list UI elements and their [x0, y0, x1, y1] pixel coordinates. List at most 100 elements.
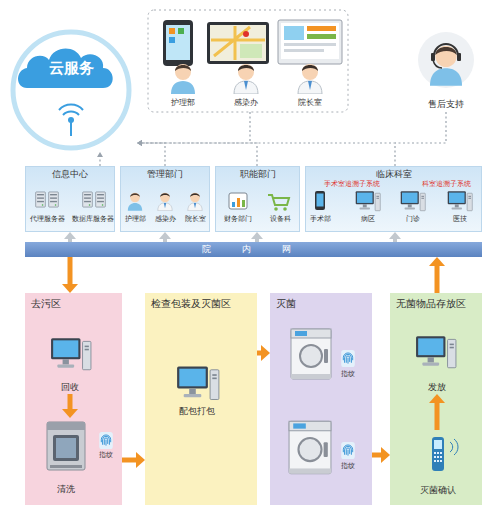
dotted-arrow	[137, 140, 395, 166]
connector-line	[257, 351, 261, 356]
arrow-head	[137, 140, 142, 146]
connector-line	[68, 257, 73, 284]
shape-outline	[5, 20, 137, 152]
arrow-head	[251, 232, 263, 239]
station-node: 回收	[40, 331, 100, 394]
item-label: 指纹	[99, 451, 113, 459]
item-label: 门诊	[406, 215, 420, 223]
item-label: 感染办	[155, 215, 176, 223]
washer-icon	[47, 422, 85, 470]
node-text: 管理部门	[147, 169, 183, 179]
arrow-head	[137, 140, 142, 146]
station-node: 发放	[405, 330, 469, 394]
cloud-shape	[5, 20, 137, 152]
flow-arrow	[257, 345, 270, 361]
node-text: 信息中心	[52, 169, 88, 179]
connector-line	[68, 239, 72, 242]
arrow-head	[159, 232, 171, 239]
item-label: 手术部	[310, 215, 331, 223]
arrow-head	[381, 447, 390, 463]
staff-icon	[128, 193, 202, 211]
item-label: 科室追溯子系统	[422, 180, 471, 188]
node-text: 灭菌确认	[420, 485, 456, 495]
finance-icon	[229, 193, 247, 209]
item-label: 院长室	[298, 98, 322, 107]
item-label: 数据库服务器	[72, 215, 114, 223]
flow-arrow	[429, 394, 445, 430]
fingerprint-icon	[99, 350, 355, 459]
connector-line	[435, 266, 440, 293]
node-text: 去污区	[31, 298, 61, 310]
zone-box: 去污区回收清洗	[25, 293, 122, 505]
node-text: 发放	[428, 382, 446, 392]
item-label: 手术室追溯子系统	[324, 180, 380, 188]
arrow-head	[64, 232, 76, 239]
station-node: 清洗	[40, 418, 92, 496]
node-text: 临床科室	[376, 169, 412, 179]
item-label: 财务部门	[224, 215, 252, 223]
item-label: 设备科	[270, 215, 291, 223]
link-arrow	[64, 232, 76, 242]
connector-line	[393, 239, 397, 242]
node-text: 院 内 网	[202, 244, 305, 254]
node-text: 检查包装及灭菌区	[151, 298, 231, 310]
item-label: 指纹	[341, 462, 355, 470]
arrow-head	[429, 257, 445, 266]
arrow-head	[261, 345, 270, 361]
box-fill	[145, 293, 257, 505]
avatar	[171, 64, 322, 94]
connector-line	[372, 453, 381, 458]
box-fill	[270, 293, 372, 505]
item-label: 代理服务器	[30, 215, 65, 223]
item-label: 护理部	[171, 98, 195, 107]
item-label: 配包打包	[179, 406, 215, 416]
sterilizer-icon	[289, 329, 331, 474]
connector-line	[68, 394, 73, 409]
connector-line	[99, 157, 100, 166]
cart-icon	[268, 195, 289, 211]
phone-icon	[163, 20, 193, 66]
dotted-link	[250, 112, 446, 143]
flow-arrow	[62, 394, 78, 418]
monitor-icon	[278, 20, 342, 64]
item-label: 院长室	[185, 215, 206, 223]
node-text: 职能部门	[240, 169, 276, 179]
item-label: 售后支持	[428, 99, 464, 109]
item-label: 医技	[453, 215, 467, 223]
server-icon	[36, 192, 106, 207]
arrow-head	[62, 409, 78, 418]
dotted-arrow	[137, 140, 165, 166]
flow-arrow	[429, 257, 445, 293]
zone-box: 无菌物品存放区发放灭菌确认	[390, 293, 482, 505]
network-bar: 院 内 网	[25, 242, 482, 257]
link-arrow	[251, 232, 263, 242]
zone-box: 灭菌	[270, 293, 372, 505]
arrow-head	[97, 152, 103, 157]
support-avatar	[418, 32, 474, 88]
flow-arrow	[122, 452, 145, 468]
connector-line	[163, 239, 167, 242]
scanner-icon	[432, 437, 458, 471]
zone-box: 检查包装及灭菌区	[145, 293, 257, 505]
node-text: 无菌物品存放区	[396, 298, 466, 310]
connector-line	[142, 143, 395, 166]
dotted-arrow	[97, 152, 103, 166]
station-node: 灭菌确认	[400, 430, 476, 497]
connector-line	[142, 143, 257, 166]
flow-arrow	[372, 447, 390, 463]
link-arrow	[159, 232, 171, 242]
cloud-node: 云服务	[5, 20, 137, 152]
dotted-arrow	[137, 140, 257, 166]
connector-line	[122, 458, 136, 463]
box-fill	[25, 293, 122, 505]
node-text: 灭菌	[276, 298, 296, 310]
box-fill	[390, 293, 482, 505]
computer-icon	[51, 336, 456, 399]
connector-line	[142, 143, 165, 166]
item-label: 感染办	[234, 98, 258, 107]
link-arrow	[389, 232, 401, 242]
connector-line	[435, 403, 440, 430]
clinic-icon	[315, 191, 472, 211]
arrow-head	[137, 140, 142, 146]
